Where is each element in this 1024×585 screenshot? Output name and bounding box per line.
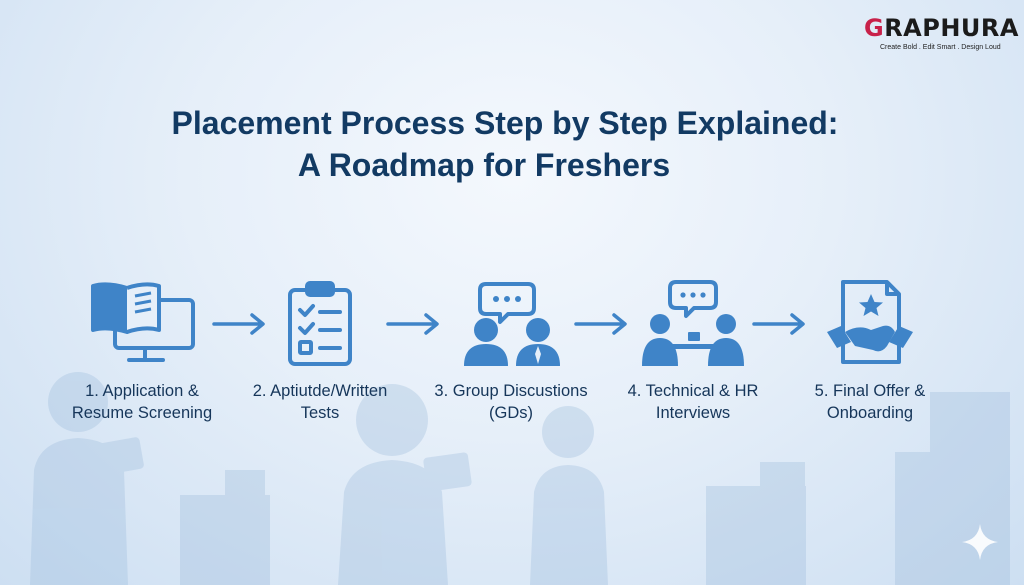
step-1-label-line2: Resume Screening xyxy=(71,404,213,422)
arrow-right-icon xyxy=(212,313,265,335)
step-5-label-line1: 5. Final Offer & xyxy=(814,382,926,400)
title-line-2: A Roadmap for Freshers xyxy=(297,147,671,183)
logo-wordmark: GRAPHURA xyxy=(864,14,1019,42)
page-title: Placement Process Step by Step Explained… xyxy=(0,102,1024,186)
step-3-label-line1: 3. Group Discustions xyxy=(434,382,588,400)
group-discussion-icon xyxy=(464,282,560,366)
step-3-label-line2: (GDs) xyxy=(489,404,533,422)
arrow-right-icon xyxy=(752,313,805,335)
interview-table-icon xyxy=(642,280,744,366)
offer-handshake-icon xyxy=(827,280,913,364)
sparkle-icon xyxy=(962,524,998,560)
book-monitor-icon xyxy=(91,282,195,362)
step-5-label-line2: Onboarding xyxy=(826,404,914,422)
arrow-right-icon xyxy=(386,313,439,335)
step-3: 3. Group Discustions (GDs) xyxy=(426,280,596,424)
logo-text: GRAPHURA xyxy=(864,14,1019,42)
step-4-label-line1: 4. Technical & HR xyxy=(627,382,759,400)
step-4-label-line2: Interviews xyxy=(655,404,731,422)
brand-logo: GRAPHURA Create Bold . Edit Smart . Desi… xyxy=(864,14,1018,58)
step-4: 4. Technical & HR Interviews xyxy=(608,280,778,424)
step-2-label-line2: Tests xyxy=(300,404,340,422)
clipboard-checklist-icon xyxy=(288,281,352,366)
step-2-label-line1: 2. Aptiutde/Written xyxy=(252,382,388,400)
step-5: 5. Final Offer & Onboarding xyxy=(785,280,955,424)
step-2: 2. Aptiutde/Written Tests xyxy=(235,280,405,424)
step-1-label-line1: 1. Application & xyxy=(85,382,199,400)
step-1: 1. Application & Resume Screening xyxy=(57,280,227,424)
arrow-right-icon xyxy=(574,313,627,335)
title-line-1: Placement Process Step by Step Explained… xyxy=(171,105,839,141)
logo-tagline: Create Bold . Edit Smart . Design Loud xyxy=(880,44,1001,51)
